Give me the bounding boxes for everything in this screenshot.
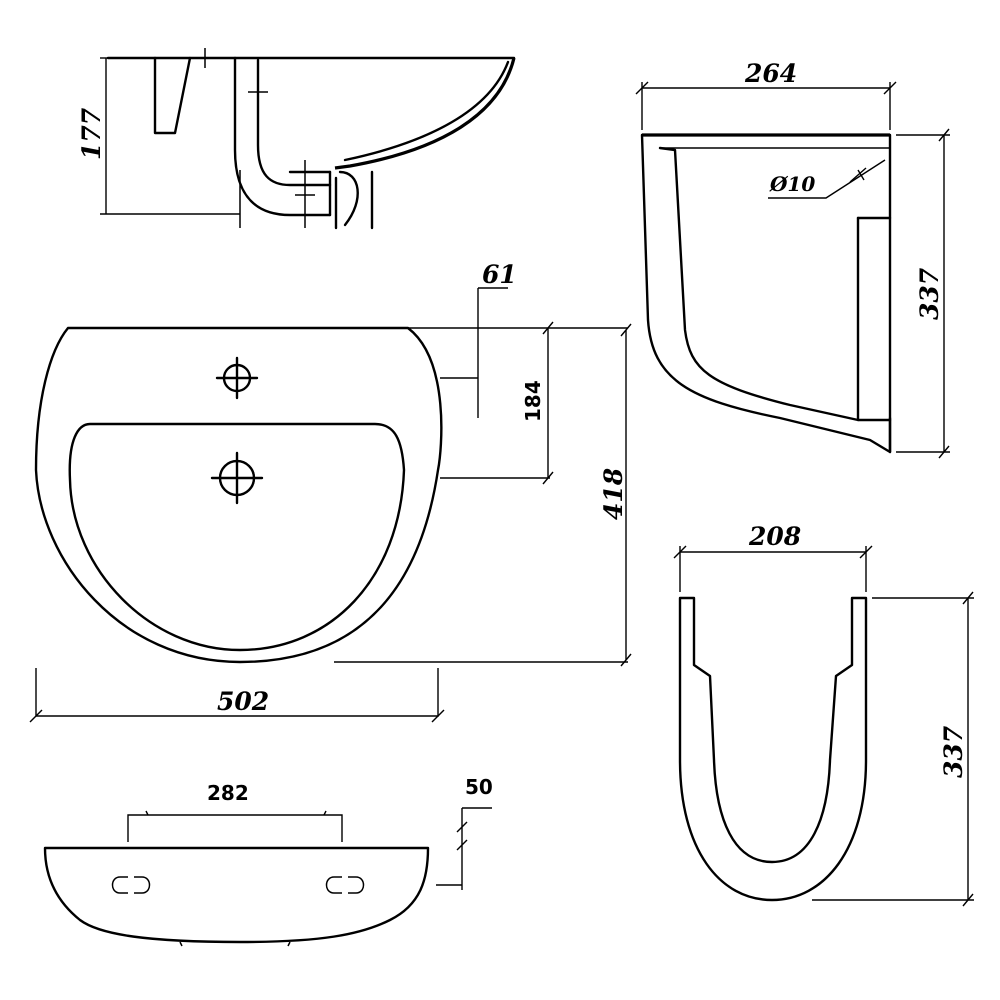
drain-hole-icon <box>210 451 264 505</box>
dim-hole-diameter: Ø10 <box>769 172 815 196</box>
dim-50-lines <box>456 807 492 890</box>
dim-61-lines <box>440 287 508 418</box>
dim-pedestal-width: 208 <box>748 522 801 551</box>
dim-502-lines <box>29 668 445 723</box>
pedestal-side-view <box>640 133 892 454</box>
dim-side-depth: 264 <box>744 59 797 88</box>
side-section-view <box>100 48 516 230</box>
fixing-slot-right-icon <box>325 876 365 894</box>
dim-hole-leader <box>768 159 886 199</box>
dim-edge-offset: 61 <box>482 260 517 289</box>
dim-418-lines <box>620 323 632 667</box>
fixing-slot-left-icon <box>111 876 151 894</box>
dim-back-thickness: 50 <box>465 775 493 799</box>
dim-fixing-spacing: 282 <box>207 781 249 805</box>
basin-back-view <box>43 846 462 947</box>
dim-pedestal-height: 337 <box>939 725 968 778</box>
dim-264-lines <box>635 81 897 130</box>
dim-side-total-height: 337 <box>915 267 944 320</box>
pedestal-front-view <box>678 596 868 902</box>
dim-337-side-lines <box>896 128 950 459</box>
tap-hole-icon <box>215 356 259 400</box>
dim-337-front-lines <box>812 591 974 907</box>
basin-plan-view <box>34 326 628 664</box>
dim-basin-depth: 418 <box>599 468 628 520</box>
dim-basin-width: 502 <box>217 687 269 716</box>
dim-208-lines <box>673 545 873 592</box>
dim-184-lines <box>542 321 554 485</box>
dim-side-height: 177 <box>77 107 106 160</box>
dim-tap-to-back: 184 <box>521 380 545 422</box>
dim-282-lines <box>127 810 343 842</box>
